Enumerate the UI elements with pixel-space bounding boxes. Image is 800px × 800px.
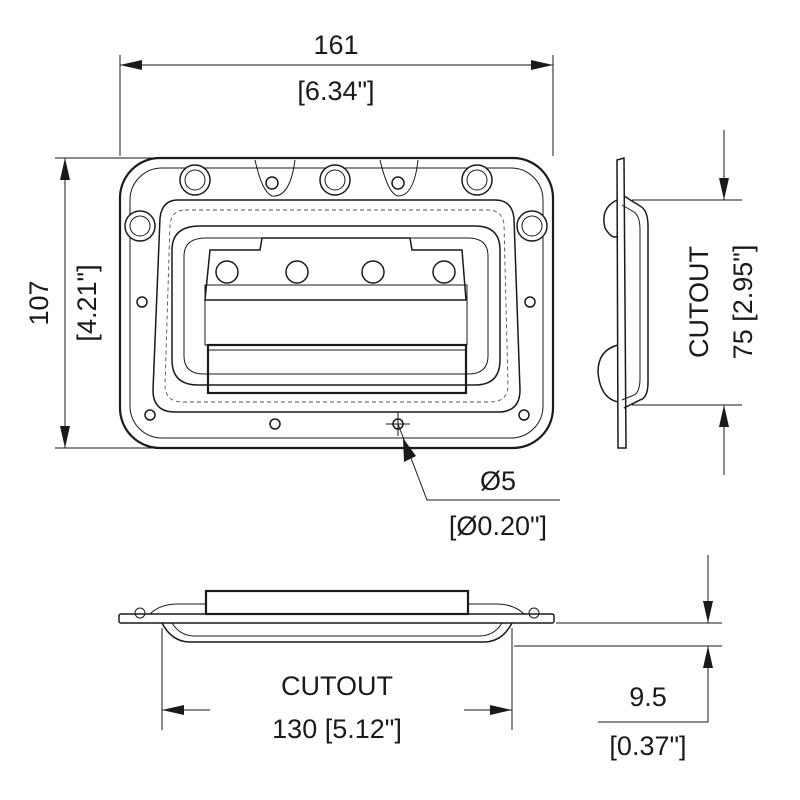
handle-window <box>204 284 468 346</box>
side-handle-pivot <box>603 199 619 238</box>
flange-outline <box>118 156 555 450</box>
handle-frame-inner <box>183 237 489 375</box>
bottom-cutout-dimension: CUTOUT 130 [5.12"] <box>161 628 513 744</box>
top-tab-left <box>254 159 296 197</box>
side-flange <box>616 157 627 449</box>
front-view <box>118 156 555 450</box>
hole-diameter-mm-label: Ø5 <box>480 466 516 496</box>
handle-hole <box>215 260 456 284</box>
width-dimension: 161 [6.34"] <box>119 30 554 156</box>
height-dimension: 107 [4.21"] <box>24 157 168 449</box>
bottom-handle-grip <box>204 589 470 616</box>
side-dish-inner <box>621 204 641 401</box>
bottom-flange <box>118 613 555 624</box>
bottom-cutout-value: 130 [5.12"] <box>272 714 402 744</box>
depth-in-label: [0.37"] <box>609 731 686 761</box>
height-mm-label: 107 <box>24 280 54 325</box>
side-cutout-dimension: CUTOUT 75 [2.95"] <box>632 130 758 475</box>
mounting-hole-small <box>136 176 536 430</box>
dish-outline <box>152 199 521 413</box>
handle-plate <box>204 237 467 301</box>
bottom-dish-inner <box>171 622 503 637</box>
side-handle-grip <box>597 344 619 403</box>
bottom-view <box>118 589 555 643</box>
side-view <box>597 157 649 449</box>
side-cutout-value: 75 [2.95"] <box>728 245 758 360</box>
bottom-side-left <box>149 603 206 615</box>
width-in-label: [6.34"] <box>297 76 374 106</box>
flange-inner-outline <box>129 167 544 439</box>
dish-inner-dashed <box>164 209 509 403</box>
bottom-side-right <box>468 603 525 615</box>
handle-frame <box>171 225 501 386</box>
handle-grip <box>206 343 468 395</box>
width-mm-label: 161 <box>313 30 358 60</box>
side-cutout-label: CUTOUT <box>684 246 714 358</box>
height-in-label: [4.21"] <box>72 264 102 341</box>
hole-diameter-leader: Ø5 [Ø0.20"] <box>397 423 560 541</box>
mounting-hole-large <box>124 164 548 242</box>
side-dish <box>623 195 649 409</box>
hole-diameter-in-label: [Ø0.20"] <box>449 511 547 541</box>
depth-dimension: 9.5 [0.37"] <box>514 555 722 761</box>
top-tab-right <box>379 159 419 197</box>
bottom-dish <box>161 622 513 643</box>
depth-mm-label: 9.5 <box>629 682 667 712</box>
bottom-cutout-label: CUTOUT <box>281 671 393 701</box>
